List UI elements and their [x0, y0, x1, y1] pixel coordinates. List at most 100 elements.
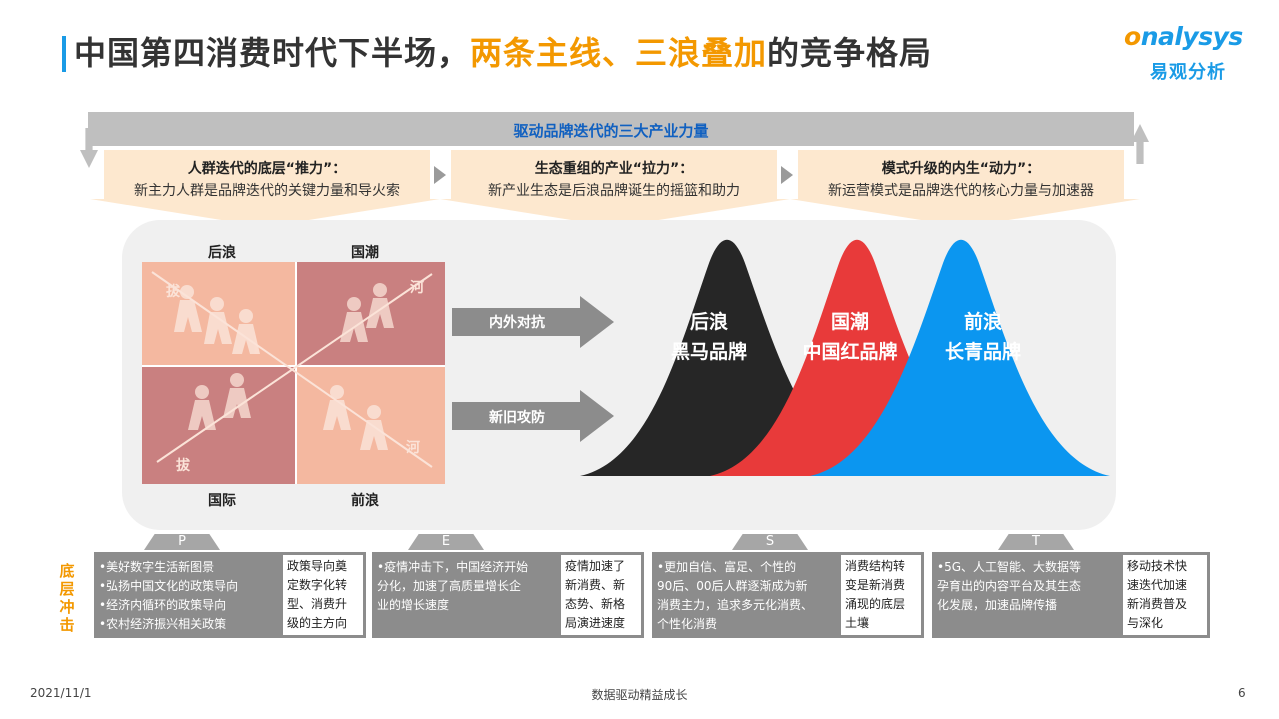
pest-social-point: 90后、00后人群逐渐成为新: [657, 579, 808, 593]
force-drive-subtitle: 新运营模式是品牌迭代的核心力量与加速器: [828, 183, 1094, 199]
rope-char-1: 拔: [166, 283, 181, 300]
wave-blue: [810, 239, 1110, 476]
pest-box-political: •美好数字生活新图景 •弘扬中国文化的政策导向 •经济内循环的政策导向 •农村经…: [94, 552, 366, 638]
wave-black-line2: 黑马品牌: [670, 341, 747, 363]
pest-economic-summary-line: 态势、新格: [565, 597, 626, 611]
fan-push: [90, 199, 440, 227]
figures-bottom-right: [323, 385, 388, 450]
pest-tab-p: P: [144, 534, 220, 550]
pest-social-point: 个性化消费: [657, 617, 718, 631]
base-impact-label: 底层冲击: [59, 562, 75, 634]
arrow-upper: [452, 296, 614, 348]
wave-label-blue: 前浪 长青品牌: [928, 307, 1038, 367]
pest-social-summary: 消费结构转 变是新消费 涌现的底层 土壤: [841, 555, 921, 635]
force-push: 人群迭代的底层“推力”： 新主力人群是品牌迭代的关键力量和导火索: [104, 150, 430, 200]
pest-box-economic: •疫情冲击下，中国经济开始 分化，加速了高质量增长企 业的增长速度 疫情加速了 …: [372, 552, 644, 638]
rope-char-2: 河: [410, 279, 424, 296]
pest-technology-summary-line: 与深化: [1127, 616, 1164, 630]
force-pull-title: 生态重组的产业“拉力”：: [534, 161, 694, 177]
wave-label-black: 后浪 黑马品牌: [654, 307, 764, 367]
quad-label-guoji: 国际: [208, 493, 236, 509]
pest-economic-point: 分化，加速了高质量增长企: [377, 579, 522, 593]
wave-black-line1: 后浪: [689, 311, 728, 333]
arrow-upper-label: 内外对抗: [489, 315, 545, 331]
pest-political-point: •弘扬中国文化的政策导向: [99, 579, 239, 593]
wave-label-red: 国潮 中国红品牌: [790, 307, 910, 367]
pest-economic-point: •疫情冲击下，中国经济开始: [377, 560, 529, 574]
force-push-title: 人群迭代的底层“推力”：: [187, 161, 347, 177]
page-title: 中国第四消费时代下半场，两条主线、三浪叠加的竞争格局: [74, 28, 932, 74]
pest-social-point: •更加自信、富足、个性的: [657, 560, 797, 574]
pest-political-summary-line: 政策导向奠: [287, 559, 348, 573]
analysys-logo: onalysys: [1124, 22, 1243, 51]
pest-economic-point: 业的增长速度: [377, 598, 450, 612]
pest-social-point: 消费主力，追求多元化消费、: [657, 598, 814, 612]
pest-political-point: •经济内循环的政策导向: [99, 598, 227, 612]
pest-social-summary-line: 变是新消费: [845, 578, 906, 592]
page-number: 6: [1238, 686, 1246, 700]
pest-box-social: •更加自信、富足、个性的 90后、00后人群逐渐成为新 消费主力，追求多元化消费…: [652, 552, 924, 638]
logo-o: o: [1124, 22, 1141, 51]
pest-social-points: •更加自信、富足、个性的 90后、00后人群逐渐成为新 消费主力，追求多元化消费…: [657, 558, 813, 634]
logo-en-rest: nalysys: [1140, 22, 1244, 51]
quad-label-guochao: 国潮: [351, 245, 379, 261]
pest-economic-summary-line: 局演进速度: [565, 616, 626, 630]
pest-tab-e: E: [408, 534, 484, 550]
pest-technology-summary-line: 移动技术快: [1127, 559, 1188, 573]
tug-of-war-image: 拔 河 拔 河: [142, 262, 445, 484]
forces-band: 驱动品牌迭代的三大产业力量: [88, 112, 1134, 146]
quad-label-qianlang: 前浪: [351, 493, 379, 509]
chevron-right-icon: [434, 166, 446, 184]
figures-bottom-left: [188, 373, 251, 430]
fan-drive: [790, 199, 1140, 227]
force-push-subtitle: 新主力人群是品牌迭代的关键力量和导火索: [134, 183, 400, 199]
force-pull-subtitle: 新产业生态是后浪品牌诞生的摇篮和助力: [488, 183, 740, 199]
wave-chart: [580, 239, 1110, 476]
pest-technology-point: •5G、人工智能、大数据等: [937, 560, 1082, 574]
figures-top-right: [340, 283, 394, 342]
pest-box-technology: •5G、人工智能、大数据等 孕育出的内容平台及其生态 化发展，加速品牌传播 移动…: [932, 552, 1210, 638]
pest-social-summary-line: 消费结构转: [845, 559, 906, 573]
logo-cn: 易观分析: [1150, 62, 1226, 83]
pest-technology-summary-line: 速迭代加速: [1127, 578, 1188, 592]
pest-tab-s: S: [732, 534, 808, 550]
footer-date: 2021/11/1: [30, 686, 92, 700]
wave-red-line1: 国潮: [830, 311, 869, 333]
force-drive-title: 模式升级的内生“动力”：: [881, 161, 1041, 177]
pest-political-summary-line: 级的主方向: [287, 616, 348, 630]
forces-title: 驱动品牌迭代的三大产业力量: [513, 122, 709, 140]
force-pull: 生态重组的产业“拉力”： 新产业生态是后浪品牌诞生的摇篮和助力: [451, 150, 777, 200]
quad-label-houlang: 后浪: [208, 245, 236, 261]
pest-economic-summary-line: 新消费、新: [565, 578, 626, 592]
pest-technology-summary: 移动技术快 速迭代加速 新消费普及 与深化: [1123, 555, 1207, 635]
force-drive: 模式升级的内生“动力”： 新运营模式是品牌迭代的核心力量与加速器: [798, 150, 1124, 200]
pest-political-summary-line: 型、消费升: [287, 597, 348, 611]
pest-economic-summary-line: 疫情加速了: [565, 559, 626, 573]
pest-political-summary-line: 定数字化转: [287, 578, 348, 592]
pest-political-points: •美好数字生活新图景 •弘扬中国文化的政策导向 •经济内循环的政策导向 •农村经…: [99, 558, 238, 634]
title-accent-bar: [62, 36, 66, 72]
pest-social-summary-line: 土壤: [845, 616, 870, 630]
rope-char-3: 拔: [176, 457, 191, 474]
pest-political-point: •美好数字生活新图景: [99, 560, 215, 574]
pest-technology-point: 化发展，加速品牌传播: [937, 598, 1058, 612]
pest-economic-points: •疫情冲击下，中国经济开始 分化，加速了高质量增长企 业的增长速度: [377, 558, 528, 615]
footer-slogan: 数据驱动精益成长: [591, 688, 688, 702]
chevron-right-icon: [781, 166, 793, 184]
pest-economic-summary: 疫情加速了 新消费、新 态势、新格 局演进速度: [561, 555, 641, 635]
pest-political-point: •农村经济振兴相关政策: [99, 617, 227, 631]
pest-technology-summary-line: 新消费普及: [1127, 597, 1188, 611]
wave-blue-line2: 长青品牌: [944, 341, 1021, 363]
wave-blue-line1: 前浪: [963, 311, 1002, 333]
pest-political-summary: 政策导向奠 定数字化转 型、消费升 级的主方向: [283, 555, 363, 635]
rope-char-4: 河: [406, 439, 420, 456]
pest-technology-point: 孕育出的内容平台及其生态: [937, 579, 1082, 593]
wave-red-line2: 中国红品牌: [802, 341, 898, 363]
pest-social-summary-line: 涌现的底层: [845, 597, 906, 611]
pest-tab-t: T: [998, 534, 1074, 550]
arrow-lower: [452, 390, 614, 442]
arrow-lower-label: 新旧攻防: [489, 410, 545, 426]
fan-pull: [440, 199, 790, 227]
title-part1: 中国第四消费时代下半场，: [74, 34, 471, 72]
pest-technology-points: •5G、人工智能、大数据等 孕育出的内容平台及其生态 化发展，加速品牌传播: [937, 558, 1081, 615]
